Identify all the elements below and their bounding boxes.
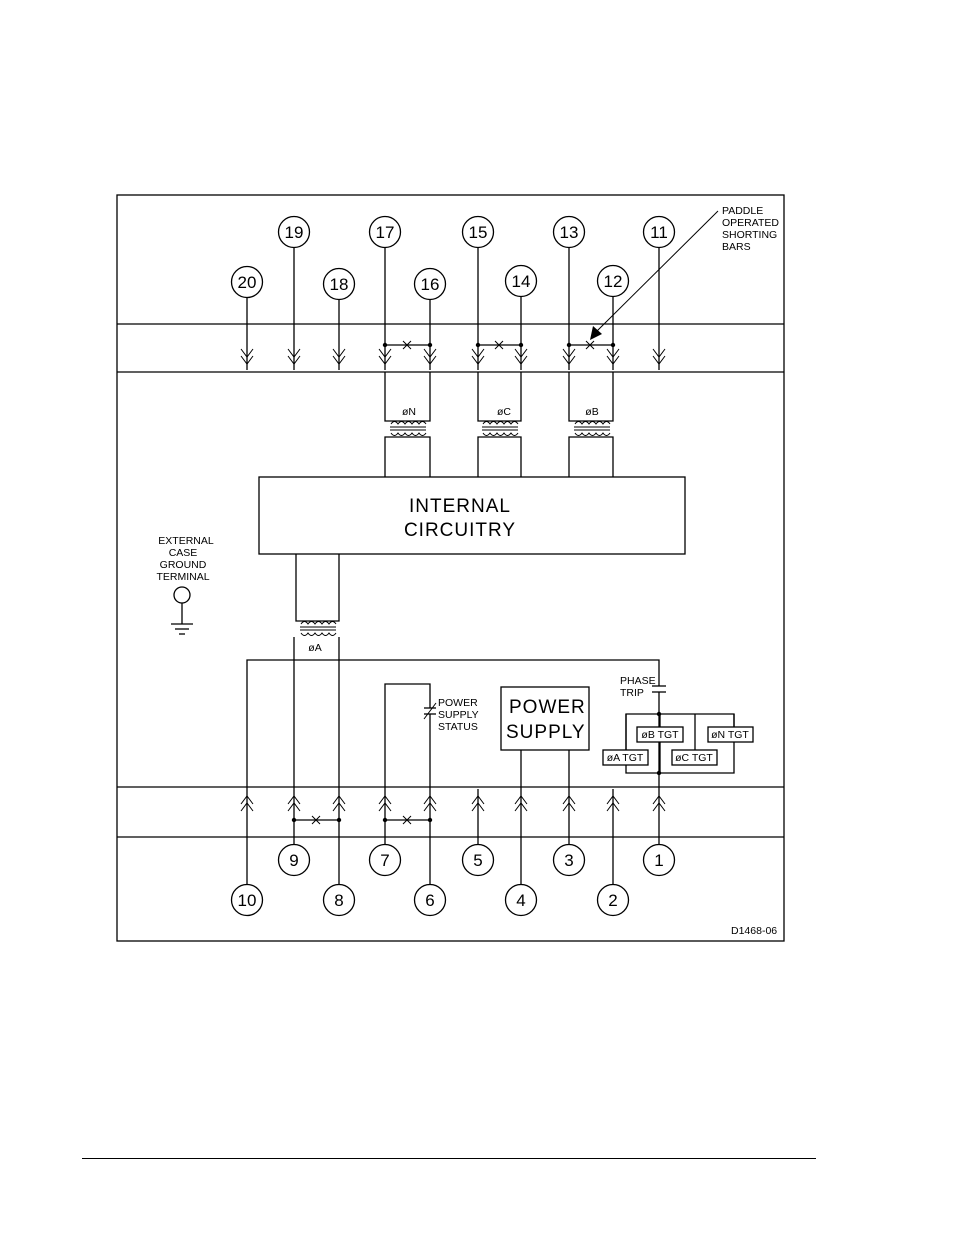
- svg-text:12: 12: [604, 272, 623, 291]
- terminal-7[interactable]: 7: [368, 843, 402, 877]
- internal-circuitry-box: [258, 476, 686, 555]
- svg-text:7: 7: [380, 851, 389, 870]
- svg-text:11: 11: [650, 223, 668, 242]
- svg-text:TRIP: TRIP: [620, 687, 644, 699]
- svg-text:PADDLE: PADDLE: [722, 205, 763, 217]
- external-ground-label: EXTERNAL CASE GROUND TERMINAL: [156, 535, 213, 583]
- internal-circuitry-label: INTERNAL CIRCUITRY: [404, 496, 516, 541]
- bottom-terminal-leads: [246, 787, 660, 884]
- terminal-1[interactable]: 1: [642, 843, 676, 877]
- svg-text:3: 3: [564, 851, 573, 870]
- terminal-2[interactable]: 2: [596, 883, 630, 917]
- svg-text:5: 5: [473, 851, 482, 870]
- phase-c-label: øC: [497, 406, 511, 418]
- top-terminals: 20 19 18 17 16 15 14 13 12 11: [230, 215, 676, 301]
- paddle-leader-arrow: [590, 210, 719, 340]
- paddle-label: PADDLE OPERATED SHORTING BARS: [722, 205, 779, 253]
- phase-trip-wiring: [246, 659, 735, 787]
- svg-text:15: 15: [469, 223, 488, 242]
- svg-text:STATUS: STATUS: [438, 721, 478, 733]
- terminal-9[interactable]: 9: [277, 843, 311, 877]
- trip-node-bottom: [656, 770, 662, 776]
- svg-text:16: 16: [421, 275, 440, 294]
- svg-text:SUPPLY: SUPPLY: [506, 722, 586, 743]
- terminal-19[interactable]: 19: [277, 215, 311, 249]
- terminal-20[interactable]: 20: [230, 265, 264, 299]
- terminal-11[interactable]: 11: [642, 215, 676, 249]
- terminal-13[interactable]: 13: [552, 215, 586, 249]
- svg-text:PHASE: PHASE: [620, 675, 656, 687]
- svg-text:17: 17: [376, 223, 395, 242]
- terminal-17[interactable]: 17: [368, 215, 402, 249]
- svg-text:OPERATED: OPERATED: [722, 217, 779, 229]
- terminal-18[interactable]: 18: [322, 267, 356, 301]
- phase-a-label: øA: [308, 642, 321, 654]
- ct-phase-c: [477, 372, 522, 477]
- terminal-6[interactable]: 6: [413, 883, 447, 917]
- phase-n-label: øN: [402, 406, 416, 418]
- target-a-label: øA TGT: [607, 752, 644, 764]
- svg-text:INTERNAL: INTERNAL: [409, 496, 511, 517]
- phase-trip-label: PHASE TRIP: [620, 675, 656, 699]
- svg-text:SUPPLY: SUPPLY: [438, 709, 479, 721]
- power-supply-status-contact: [384, 683, 437, 787]
- ground-terminal-symbol: [171, 586, 193, 635]
- bottom-terminals: 10 9 8 7 6 5 4 3 2 1: [230, 843, 676, 917]
- diagram-frame: [116, 194, 785, 942]
- svg-text:TERMINAL: TERMINAL: [156, 571, 209, 583]
- svg-text:CASE: CASE: [169, 547, 198, 559]
- ct-phase-a: [293, 554, 340, 787]
- terminal-16[interactable]: 16: [413, 267, 447, 301]
- target-box-a: [602, 749, 649, 766]
- top-shorting-bars: [382, 340, 616, 350]
- svg-text:6: 6: [425, 891, 434, 910]
- ct-phase-n: [384, 372, 431, 477]
- svg-text:20: 20: [238, 273, 257, 292]
- svg-text:14: 14: [512, 272, 531, 291]
- terminal-5[interactable]: 5: [461, 843, 495, 877]
- svg-text:2: 2: [608, 891, 617, 910]
- svg-text:18: 18: [330, 275, 349, 294]
- drawing-id: D1468-06: [731, 925, 777, 937]
- terminal-3[interactable]: 3: [552, 843, 586, 877]
- power-supply-label: POWER SUPPLY: [506, 697, 586, 743]
- top-contact-fingers: [240, 348, 666, 365]
- terminal-12[interactable]: 12: [596, 264, 630, 298]
- page-footer-rule: [82, 1158, 816, 1159]
- svg-text:19: 19: [285, 223, 304, 242]
- target-c-label: øC TGT: [675, 752, 713, 764]
- svg-text:GROUND: GROUND: [160, 559, 207, 571]
- bottom-shorting-bars: [291, 815, 433, 825]
- svg-text:9: 9: [289, 851, 298, 870]
- terminal-8[interactable]: 8: [322, 883, 356, 917]
- target-box-b: [636, 726, 684, 743]
- svg-text:CIRCUITRY: CIRCUITRY: [404, 520, 516, 541]
- bottom-contact-fingers: [240, 795, 666, 812]
- svg-text:BARS: BARS: [722, 241, 751, 253]
- ct-phase-b: [568, 372, 614, 477]
- target-b-label: øB TGT: [641, 729, 679, 741]
- svg-text:10: 10: [238, 891, 257, 910]
- terminal-14[interactable]: 14: [504, 264, 538, 298]
- terminal-10[interactable]: 10: [230, 883, 264, 917]
- svg-text:1: 1: [654, 851, 663, 870]
- svg-text:POWER: POWER: [438, 697, 478, 709]
- svg-text:SHORTING: SHORTING: [722, 229, 777, 241]
- top-terminal-leads: [246, 248, 660, 370]
- target-box-c: [671, 749, 718, 766]
- target-box-n: [707, 726, 754, 743]
- phase-b-label: øB: [585, 406, 598, 418]
- power-supply-box: [500, 686, 590, 751]
- svg-text:EXTERNAL: EXTERNAL: [158, 535, 214, 547]
- power-supply-status-label: POWER SUPPLY STATUS: [438, 697, 479, 733]
- terminal-4[interactable]: 4: [504, 883, 538, 917]
- svg-text:4: 4: [516, 891, 525, 910]
- svg-text:13: 13: [560, 223, 579, 242]
- svg-text:8: 8: [334, 891, 343, 910]
- target-n-label: øN TGT: [711, 729, 749, 741]
- svg-text:POWER: POWER: [509, 697, 586, 718]
- trip-node-top: [656, 711, 662, 717]
- terminal-15[interactable]: 15: [461, 215, 495, 249]
